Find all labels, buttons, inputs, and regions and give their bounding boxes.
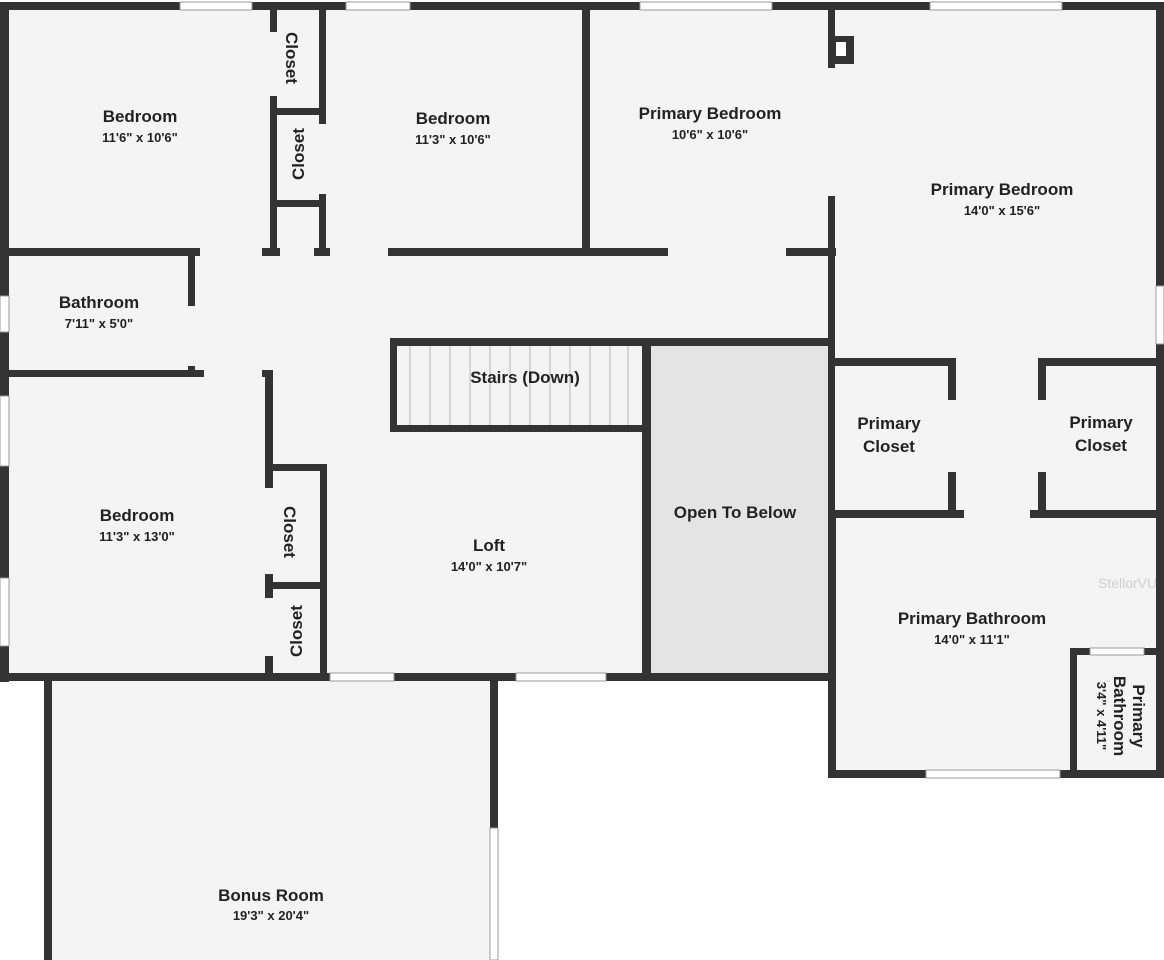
primary-closet-left-line1: Primary <box>857 414 921 433</box>
primary-bathroom-small-line1: Primary <box>1129 684 1148 748</box>
closet-mid-1-name: Closet <box>280 506 299 558</box>
loft-name: Loft <box>473 536 505 555</box>
bedroom-2-name: Bedroom <box>416 109 491 128</box>
primary-bedroom-b-name: Primary Bedroom <box>931 180 1074 199</box>
bedroom-3-dims: 11'3" x 13'0" <box>99 529 175 544</box>
closet-top-1-name: Closet <box>282 32 301 84</box>
primary-bathroom-small-dims: 3'4" x 4'11" <box>1094 682 1109 750</box>
open-to-below-name: Open To Below <box>674 503 797 522</box>
loft-dims: 14'0" x 10'7" <box>451 559 527 574</box>
primary-closet-left-line2: Closet <box>863 437 915 456</box>
primary-bathroom-dims: 14'0" x 11'1" <box>934 632 1010 647</box>
primary-bedroom-a-dims: 10'6" x 10'6" <box>672 127 748 142</box>
bonus-room-name: Bonus Room <box>218 886 324 905</box>
bedroom-3-name: Bedroom <box>100 506 175 525</box>
door-openings <box>188 32 1046 656</box>
primary-closet-right-line1: Primary <box>1069 413 1133 432</box>
bonus-room-dims: 19'3" x 20'4" <box>233 908 309 923</box>
bathroom-dims: 7'11" x 5'0" <box>65 316 133 331</box>
stairs-name: Stairs (Down) <box>470 368 580 387</box>
stairs-treads <box>409 346 629 428</box>
primary-bathroom-small-line2: Bathroom <box>1110 676 1129 756</box>
primary-bedroom-a-name: Primary Bedroom <box>639 104 782 123</box>
primary-bathroom-name: Primary Bathroom <box>898 609 1046 628</box>
primary-closet-right-line2: Closet <box>1075 436 1127 455</box>
bedroom-1-name: Bedroom <box>103 107 178 126</box>
watermark: StellorVU <box>1098 575 1157 591</box>
bathroom-name: Bathroom <box>59 293 139 312</box>
primary-bedroom-b-dims: 14'0" x 15'6" <box>964 203 1040 218</box>
closet-mid-2-name: Closet <box>287 605 306 657</box>
bedroom-2-dims: 11'3" x 10'6" <box>415 132 491 147</box>
room-labels: Bedroom 11'6" x 10'6" Bedroom 11'3" x 10… <box>59 32 1157 923</box>
open-to-below-area <box>650 346 830 676</box>
closet-top-2-name: Closet <box>289 128 308 180</box>
bedroom-1-dims: 11'6" x 10'6" <box>102 130 178 145</box>
